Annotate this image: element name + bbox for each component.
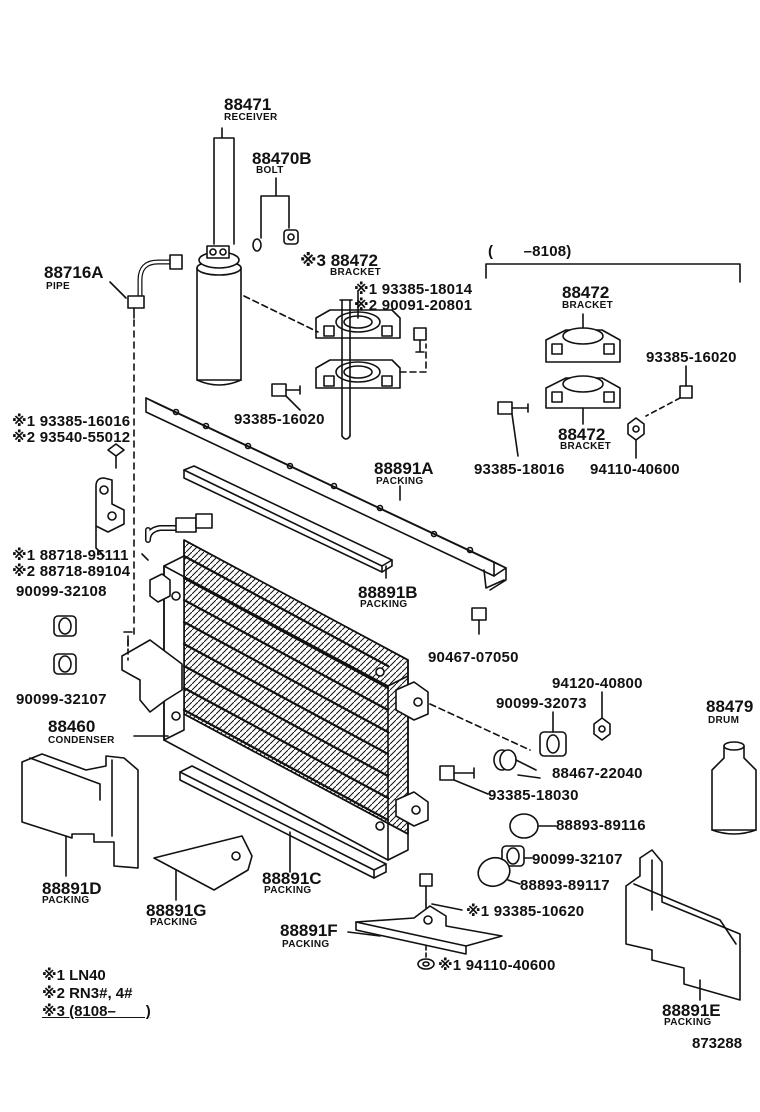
illustration-id: 873288 <box>692 1035 743 1052</box>
bracket-bolt-variant-2[interactable]: ※2 90091-20801 <box>354 297 473 314</box>
receiver-bracket-dashes <box>243 295 319 333</box>
receiver-leader <box>213 127 235 245</box>
condenser-number[interactable]: 88460 <box>48 717 96 736</box>
packing-88891f-number[interactable]: 88891F <box>280 921 338 940</box>
bolt-90467-part <box>471 607 487 635</box>
bolt-88470b-part <box>252 177 299 252</box>
packing-88891c-number[interactable]: 88891C <box>262 869 322 888</box>
screw-16016-part <box>107 443 125 469</box>
pipe-number[interactable]: 88716A <box>44 263 104 282</box>
drum-part <box>711 741 757 835</box>
alt-bracket-upper-part <box>545 313 621 363</box>
grommet-32107-left-number[interactable]: 90099-32107 <box>16 691 107 708</box>
bolt-18030-part <box>439 765 489 795</box>
bracket-88718-part <box>95 477 149 561</box>
alt-bracket-lower-part <box>545 375 621 425</box>
packing-88891a-number[interactable]: 88891A <box>374 459 434 478</box>
drum-number[interactable]: 88479 <box>706 697 754 716</box>
bolt-88470b-number[interactable]: 88470B <box>252 149 312 168</box>
pipe-name: PIPE <box>46 281 70 292</box>
plug-89116-number[interactable]: 88893-89116 <box>556 817 646 834</box>
packing-88891b-part <box>183 465 393 579</box>
receiver-part <box>196 245 242 386</box>
grommet-32073-part <box>539 711 567 757</box>
receiver-number[interactable]: 88471 <box>224 95 272 114</box>
alt-bolt-18016-number[interactable]: 93385-18016 <box>474 461 565 478</box>
bolt-93385-16020-part <box>271 383 301 411</box>
alt-bracket-upper-name: BRACKET <box>562 300 613 311</box>
alt-bolt-16020-part <box>645 365 693 417</box>
legend-line-3: ※3 (8108– ) <box>42 1003 151 1020</box>
plug-89116-part <box>509 813 557 839</box>
packing-88891g-name: PACKING <box>150 917 198 928</box>
bracket-88718-variant-1[interactable]: ※1 88718-95111 <box>12 547 129 564</box>
bolt-10620-number[interactable]: ※1 93385-10620 <box>466 903 585 920</box>
bracket-main-name: BRACKET <box>330 267 381 278</box>
drum-name: DRUM <box>708 715 740 726</box>
packing-88891d-part <box>21 753 139 877</box>
alt-bolt-18016-part <box>497 401 529 457</box>
alt-nut-40600-number[interactable]: 94110-40600 <box>590 461 680 478</box>
packing-88891a-part <box>145 397 507 591</box>
bolt-88470b-name: BOLT <box>256 165 284 176</box>
packing-88891c-name: PACKING <box>264 885 312 896</box>
bracket-main-number[interactable]: ※3 88472 <box>300 251 378 270</box>
alt-group-bracket <box>485 263 741 283</box>
packing-88891g-number[interactable]: 88891G <box>146 901 207 920</box>
cushion-88467-part <box>493 749 537 771</box>
alt-bolt-16020-number[interactable]: 93385-16020 <box>646 349 737 366</box>
screw-16016-variant-1[interactable]: ※1 93385-16016 <box>12 413 131 430</box>
nut-94110-bottom-part <box>417 945 435 970</box>
packing-88891b-number[interactable]: 88891B <box>358 583 418 602</box>
nut-94110-bottom-number[interactable]: ※1 94110-40600 <box>438 957 556 974</box>
packing-88891e-part <box>625 849 741 1001</box>
alt-nut-40600-part <box>627 417 645 459</box>
screw-16016-variant-2[interactable]: ※2 93540-55012 <box>12 429 131 446</box>
grommet-32073-number[interactable]: 90099-32073 <box>496 695 587 712</box>
pipe-part <box>109 254 183 319</box>
grommet-32108-part <box>53 615 77 637</box>
grommet-32107-right-number[interactable]: 90099-32107 <box>532 851 623 868</box>
packing-88891f-part <box>347 905 503 955</box>
alt-bracket-lower-name: BRACKET <box>560 441 611 452</box>
packing-88891a-name: PACKING <box>376 476 424 487</box>
bolt-18030-number[interactable]: 93385-18030 <box>488 787 579 804</box>
packing-88891b-name: PACKING <box>360 599 408 610</box>
nut-94120-number[interactable]: 94120-40800 <box>552 675 643 692</box>
grommet-32108-number[interactable]: 90099-32108 <box>16 583 107 600</box>
grommet-32107-right-part <box>501 845 525 867</box>
packing-88891f-name: PACKING <box>282 939 330 950</box>
bracket-88472-part <box>315 291 427 440</box>
bolt-90467-number[interactable]: 90467-07050 <box>428 649 519 666</box>
packing-88891d-number[interactable]: 88891D <box>42 879 102 898</box>
packing-88891g-part <box>153 835 253 901</box>
alt-bracket-upper-number[interactable]: 88472 <box>562 283 610 302</box>
plug-89117-number[interactable]: 88893-89117 <box>520 877 610 894</box>
packing-88891c-part <box>179 765 387 879</box>
alt-bracket-lower-number[interactable]: 88472 <box>558 425 606 444</box>
condenser-part <box>121 513 429 861</box>
bracket-bolt-variant-1[interactable]: ※1 93385-18014 <box>354 281 473 298</box>
cushion-88467-number[interactable]: 88467-22040 <box>552 765 643 782</box>
nut-94120-part <box>593 691 611 741</box>
alt-group-range: ( –8108) <box>488 243 572 260</box>
receiver-name: RECEIVER <box>224 112 278 123</box>
plug-89117-part <box>477 856 521 888</box>
packing-88891e-number[interactable]: 88891E <box>662 1001 721 1020</box>
bolt-16020-left-number[interactable]: 93385-16020 <box>234 411 325 428</box>
bracket-88718-variant-2[interactable]: ※2 88718-89104 <box>12 563 131 580</box>
packing-88891d-name: PACKING <box>42 895 90 906</box>
legend-line-2: ※2 RN3#, 4# <box>42 985 133 1002</box>
packing-88891e-name: PACKING <box>664 1017 712 1028</box>
condenser-name: CONDENSER <box>48 735 115 746</box>
legend-line-1: ※1 LN40 <box>42 967 106 984</box>
grommet-32107-part <box>53 653 77 675</box>
